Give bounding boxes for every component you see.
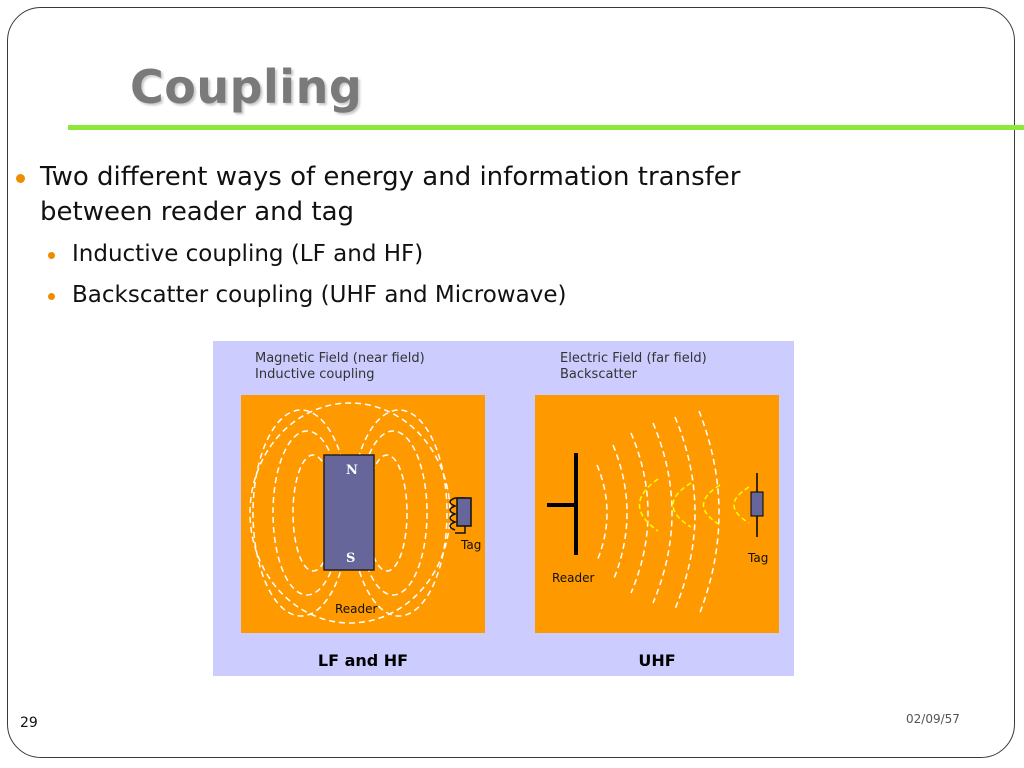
left-caption-line2: Inductive coupling: [255, 367, 375, 382]
bullet-dot: [16, 174, 25, 183]
uhf-label: UHF: [638, 651, 676, 670]
magnetic-field-diagram: [249, 402, 472, 624]
right-caption-line2: Backscatter: [560, 367, 637, 382]
bullet-inductive: Inductive coupling (LF and HF): [48, 239, 423, 269]
bullet-main-text: Two different ways of energy and informa…: [40, 162, 741, 227]
slide-date: 02/09/57: [906, 712, 960, 726]
bullet-inductive-text: Inductive coupling (LF and HF): [72, 241, 424, 267]
right-caption-line1: Electric Field (far field): [560, 351, 707, 366]
lf-hf-label: LF and HF: [317, 651, 409, 670]
magnet-south-label: S: [346, 551, 356, 566]
inductive-panel: N S Reader Tag: [241, 395, 485, 633]
coupling-figure: Magnetic Field (near field) Inductive co…: [213, 341, 794, 676]
backscatter-waves: [638, 478, 750, 532]
bullet-dot: [48, 252, 55, 259]
bullet-dot: [48, 293, 55, 300]
tag-coil-icon: [449, 497, 472, 534]
right-reader-label: Reader: [552, 571, 595, 585]
bullet-main: Two different ways of energy and informa…: [16, 160, 816, 230]
electric-field-diagram: [547, 410, 764, 616]
right-tag-label: Tag: [748, 551, 769, 565]
slide-title: Coupling: [130, 60, 363, 114]
title-underline: [68, 125, 1024, 130]
left-caption-line1: Magnetic Field (near field): [255, 351, 425, 366]
magnet-north-label: N: [346, 463, 358, 478]
bullet-backscatter-text: Backscatter coupling (UHF and Microwave): [72, 282, 567, 308]
tag-icon: [750, 473, 764, 537]
left-reader-label: Reader: [335, 602, 378, 616]
far-field-waves: [596, 410, 720, 616]
right-caption: Electric Field (far field) Backscatter: [560, 351, 707, 383]
left-tag-label: Tag: [461, 538, 482, 552]
backscatter-panel: Reader Tag: [535, 395, 779, 633]
page-number: 29: [20, 715, 38, 731]
bullet-backscatter: Backscatter coupling (UHF and Microwave): [48, 280, 566, 310]
left-caption: Magnetic Field (near field) Inductive co…: [255, 351, 425, 383]
reader-antenna-icon: [547, 453, 578, 555]
magnet: [323, 454, 375, 571]
